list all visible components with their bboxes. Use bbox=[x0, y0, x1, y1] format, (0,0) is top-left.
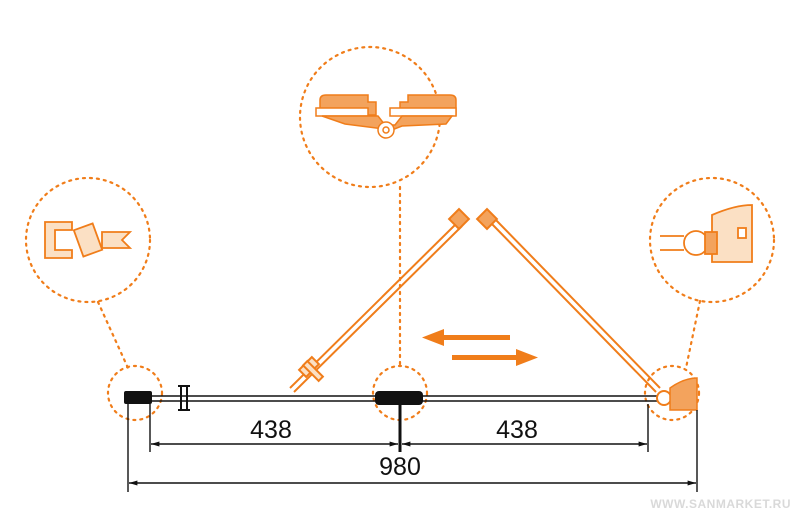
handle bbox=[178, 385, 190, 411]
wall-profile bbox=[124, 391, 152, 404]
hinge-bracket bbox=[669, 377, 698, 411]
wall-profile-detail-icon bbox=[44, 221, 133, 259]
center-joint-detail-icon bbox=[315, 94, 457, 139]
closed-door-plan bbox=[124, 377, 698, 411]
leader-left bbox=[96, 300, 130, 370]
arrow-right-icon bbox=[452, 349, 538, 366]
marker-circle-left bbox=[106, 364, 164, 422]
leader-right bbox=[684, 299, 702, 370]
detail-circle-right bbox=[648, 176, 776, 304]
watermark: WWW.SANMARKET.RU bbox=[650, 497, 791, 511]
left-door-open-position bbox=[289, 207, 471, 393]
right-door-open-position bbox=[475, 207, 661, 393]
center-magnet bbox=[375, 391, 423, 405]
dimension-total-label: 980 bbox=[379, 453, 421, 481]
dimension-right-label: 438 bbox=[496, 416, 538, 444]
marker-circle-right bbox=[643, 364, 701, 422]
arrow-left-icon bbox=[422, 329, 510, 346]
detail-circle-left bbox=[24, 176, 152, 304]
dimension-left-label: 438 bbox=[250, 416, 292, 444]
hinge-detail-icon bbox=[660, 204, 753, 263]
hinge bbox=[656, 390, 672, 406]
